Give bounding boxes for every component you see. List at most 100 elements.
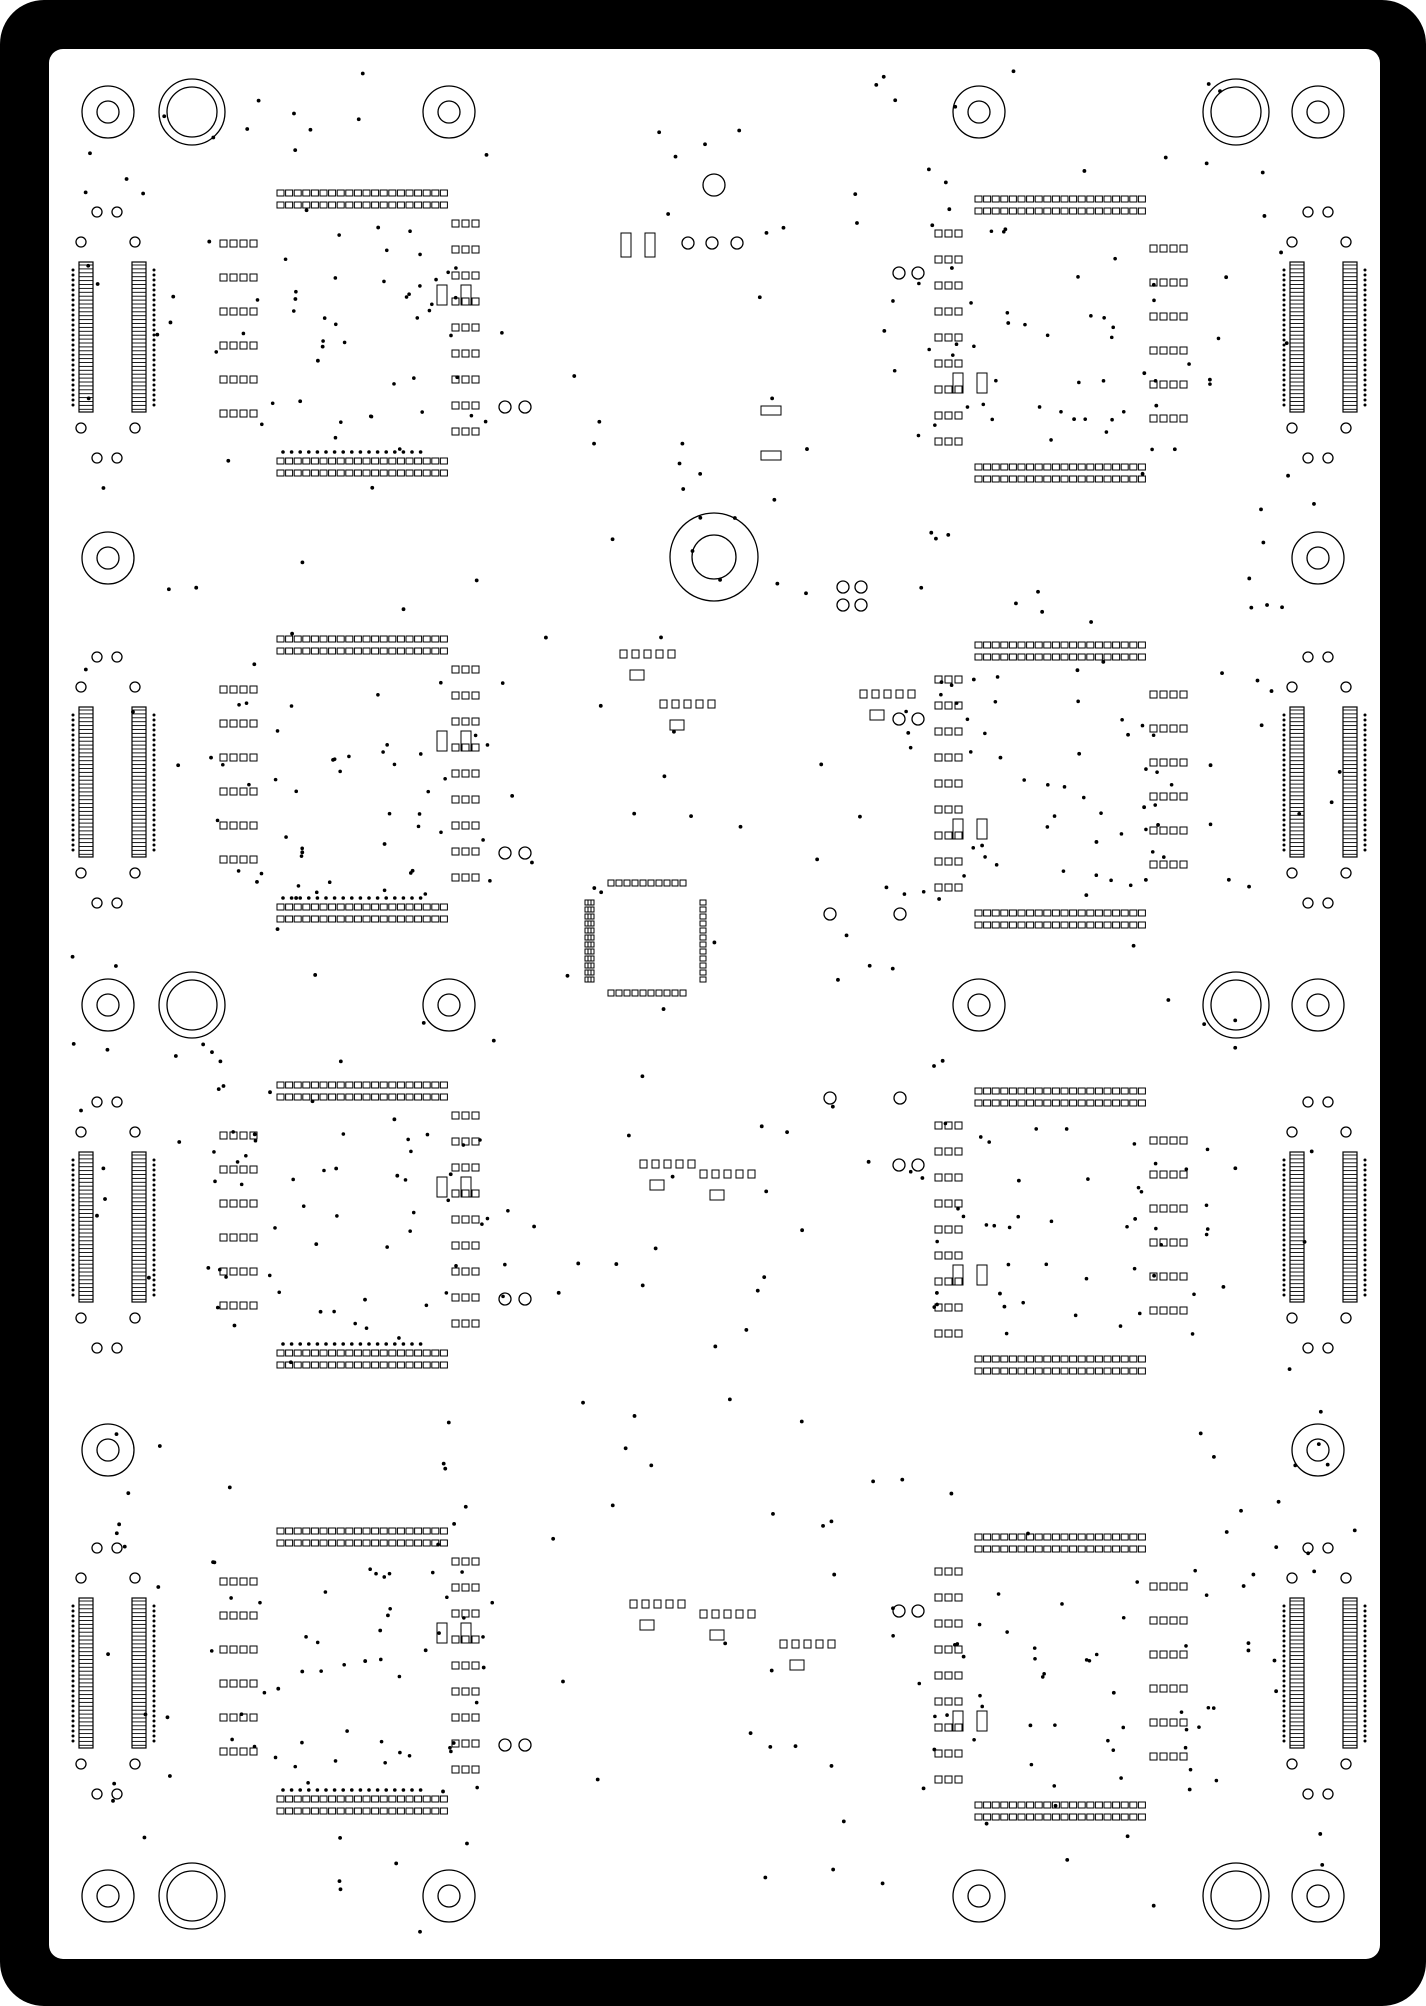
smd-pad [1103, 1801, 1112, 1809]
via [358, 896, 363, 900]
via [1282, 1609, 1286, 1613]
smd-pad [276, 1361, 285, 1369]
via [310, 1099, 315, 1104]
smd-pad [944, 1225, 953, 1234]
via [1363, 1654, 1367, 1658]
via [1363, 1719, 1367, 1723]
smd-pad [1086, 653, 1095, 661]
smd-pad [1129, 1355, 1138, 1363]
smd-pad [1008, 641, 1017, 649]
via [392, 382, 396, 386]
via [1363, 1674, 1367, 1678]
smd-pad [1103, 653, 1112, 661]
smd-pad [293, 1093, 302, 1101]
smd-pad [439, 1361, 448, 1369]
via [984, 1223, 989, 1227]
via [1363, 1664, 1367, 1668]
edge-connector-body [78, 706, 94, 858]
smd-pad [584, 969, 592, 976]
via [1113, 256, 1117, 261]
via [853, 192, 858, 196]
via [832, 1572, 837, 1577]
via [1251, 1572, 1256, 1577]
smd-pad [991, 195, 1000, 203]
smd-pad [1051, 207, 1060, 215]
via [1363, 738, 1367, 742]
via [677, 461, 682, 466]
via [332, 1788, 337, 1792]
smd-pad [934, 437, 943, 446]
smd-pad [1000, 1801, 1009, 1809]
via [341, 1342, 346, 1346]
via [152, 283, 156, 287]
via [289, 450, 294, 454]
smd-pad [461, 1111, 470, 1120]
via [718, 577, 722, 582]
smd-pad [451, 1557, 460, 1566]
via [176, 763, 181, 768]
via [1282, 788, 1286, 792]
smd-pad [371, 1093, 380, 1101]
smd-pad [439, 1795, 448, 1803]
via [152, 338, 156, 342]
smd-pad [1043, 207, 1052, 215]
smd-pad [405, 1361, 414, 1369]
via [252, 1744, 257, 1749]
smd-pad [422, 1795, 431, 1803]
smd-pad [934, 1277, 943, 1286]
smd-pad [1129, 463, 1138, 471]
via [994, 378, 998, 383]
smd-pad [422, 457, 431, 465]
smd-pad [1069, 1801, 1078, 1809]
via [934, 536, 938, 541]
via [815, 857, 820, 862]
smd-pad [319, 635, 328, 643]
smd-pad [310, 1795, 319, 1803]
smd-pad [345, 1807, 354, 1815]
via [1282, 1619, 1286, 1623]
via [1190, 1332, 1195, 1336]
via [126, 1491, 131, 1496]
via [267, 1273, 272, 1278]
via [376, 225, 381, 230]
smd-pad [276, 1093, 285, 1101]
smd-pad [276, 1527, 285, 1535]
connector-hole [1322, 206, 1334, 218]
smd-pad [388, 1081, 397, 1089]
via [1188, 1767, 1193, 1772]
smd-pad [276, 189, 285, 197]
smd-pad [944, 857, 953, 866]
via [207, 239, 212, 244]
smd-pad [431, 1807, 440, 1815]
via [262, 1690, 267, 1695]
via [1363, 1649, 1367, 1653]
smd-pad [607, 879, 615, 887]
smd-pad [285, 1081, 294, 1089]
via [320, 344, 325, 349]
via [382, 279, 386, 284]
smd-pad [471, 691, 480, 700]
smd-pad [319, 1795, 328, 1803]
via [152, 343, 156, 347]
smd-pad [414, 647, 423, 655]
via [1363, 1243, 1367, 1247]
smd-pad [1000, 463, 1009, 471]
via [954, 701, 959, 705]
smd-pad [249, 1267, 258, 1276]
via [387, 1571, 392, 1576]
smd-pad [249, 341, 258, 350]
via [1282, 748, 1286, 752]
via [152, 1173, 156, 1177]
via [1282, 1689, 1286, 1693]
via [376, 693, 380, 697]
smd-pad [471, 873, 480, 882]
smd-pad [336, 1795, 345, 1803]
via [1282, 1168, 1286, 1172]
via-ring [518, 400, 532, 414]
smd-pad [328, 1527, 337, 1535]
via [353, 1321, 357, 1326]
via [892, 368, 897, 373]
chip-component [789, 1659, 805, 1671]
smd-pad [1129, 909, 1138, 917]
via [1363, 1699, 1367, 1703]
